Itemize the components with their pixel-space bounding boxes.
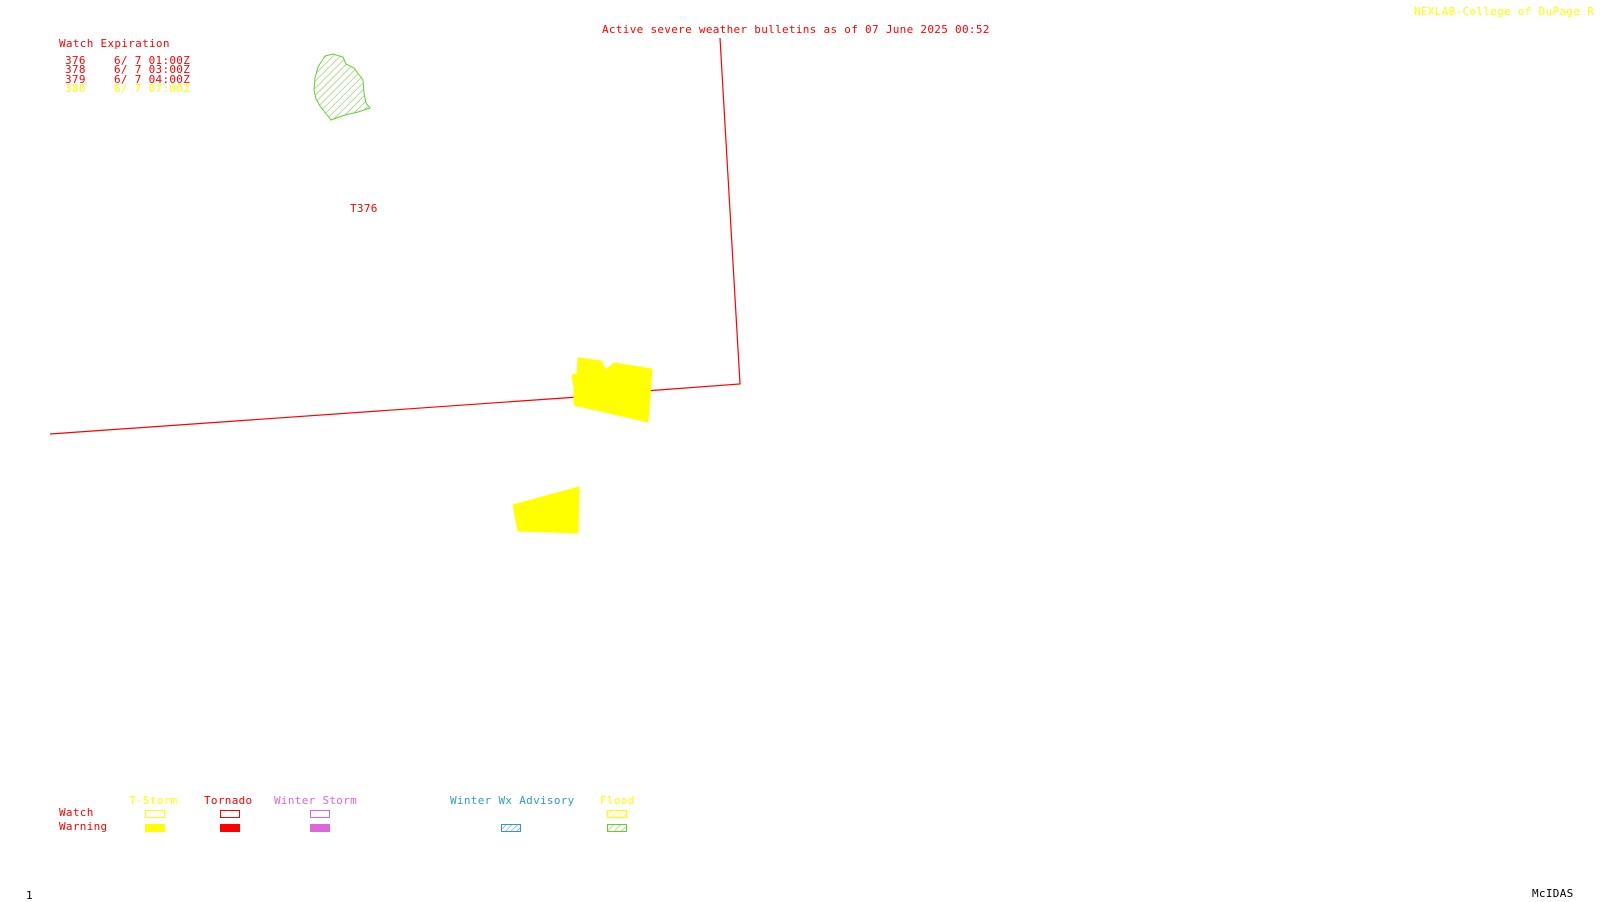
tstorm-warning-polygon: [571, 357, 653, 423]
winter-storm-warning-swatch: [310, 824, 330, 832]
watch-row-time: 6/ 7 07:00Z: [114, 82, 191, 95]
legend-row-watch: Watch: [59, 806, 94, 819]
watch-row-time: 6/ 7 04:00Z: [114, 73, 191, 86]
legend-header-flood: Flood: [600, 794, 635, 807]
software-label: McIDAS: [1532, 887, 1574, 900]
winter-wx-advisory-swatch: [501, 824, 521, 832]
legend-row-warning: Warning: [59, 820, 108, 833]
watch-row-time: 6/ 7 01:00Z: [114, 54, 191, 67]
flood-watch-swatch: [607, 810, 627, 818]
tstorm-warning-swatch: [145, 824, 165, 832]
frame-number: 1: [26, 889, 33, 902]
legend-header-tornado: Tornado: [204, 794, 253, 807]
watch-label-t376: T376: [350, 202, 378, 215]
legend-header-tstorm: T-Storm: [129, 794, 178, 807]
credit-label: NEXLAB-College of DuPage R: [1414, 5, 1594, 18]
winter-storm-watch-swatch: [310, 810, 330, 818]
watch-expiration-heading: Watch Expiration: [59, 37, 170, 50]
legend-header-winter-wx-advisory: Winter Wx Advisory: [450, 794, 575, 807]
legend-header-winter-storm: Winter Storm: [274, 794, 358, 807]
watch-row-id: 378: [65, 63, 86, 76]
tstorm-watch-swatch: [145, 810, 165, 818]
watch-row-id: 379: [65, 73, 86, 86]
tornado-warning-swatch: [220, 824, 240, 832]
watch-row-id: 380: [65, 82, 86, 95]
watch-row-time: 6/ 7 03:00Z: [114, 63, 191, 76]
tstorm-warning-polygon: [512, 486, 580, 534]
bulletin-title: Active severe weather bulletins as of 07…: [602, 23, 990, 36]
watch-row-id: 376: [65, 54, 86, 67]
flood-warning-polygon: [313, 53, 371, 121]
tornado-watch-swatch: [220, 810, 240, 818]
flood-warning-swatch: [607, 824, 627, 832]
